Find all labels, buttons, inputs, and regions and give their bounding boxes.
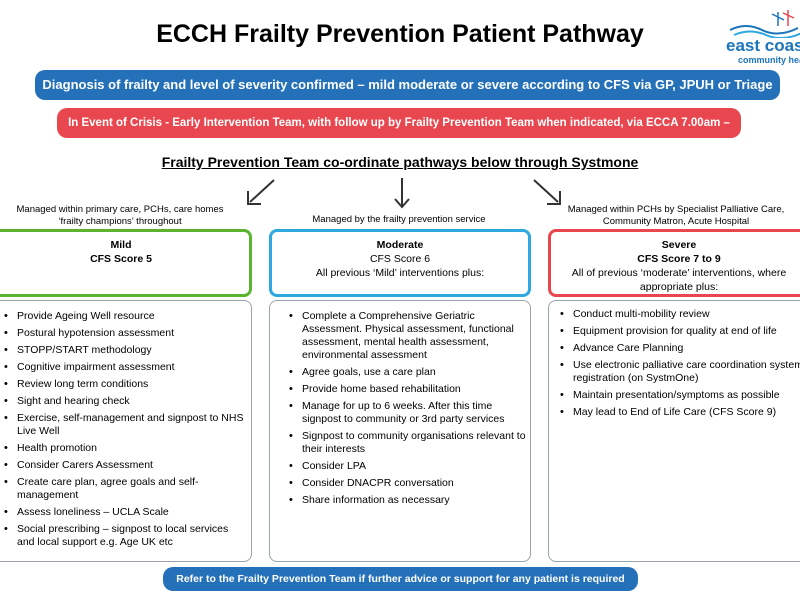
moderate-intervention-item: Provide home based rehabilitation — [286, 383, 526, 396]
moderate-intervention-item: Consider DNACPR conversation — [286, 477, 526, 490]
severe-intervention-item: Conduct multi-mobility review — [557, 308, 800, 321]
severe-label: Severe — [661, 239, 697, 251]
crisis-banner: In Event of Crisis - Early Intervention … — [57, 108, 741, 159]
mild-intervention-item: Review long term conditions — [1, 378, 245, 391]
windmill-logo-icon — [729, 10, 800, 38]
mild-management-note: Managed within primary care, PCHs, care … — [16, 204, 224, 227]
mild-label: Mild — [110, 239, 132, 251]
moderate-management-note: Managed by the frailty prevention servic… — [312, 214, 486, 225]
moderate-header-box: Moderate CFS Score 6 All previous ‘Mild’… — [269, 229, 531, 297]
mild-intervention-item: Provide Ageing Well resource — [1, 310, 245, 323]
severe-intervention-item: Use electronic palliative care coordinat… — [557, 359, 800, 385]
mild-intervention-item: Postural hypotension assessment — [1, 327, 245, 340]
mild-intervention-item: Exercise, self-management and signpost t… — [1, 412, 245, 438]
mild-interventions-list: Provide Ageing Well resourcePostural hyp… — [1, 310, 245, 549]
severe-subtitle: All of previous ‘moderate’ interventions… — [571, 267, 787, 293]
severe-header-box: Severe CFS Score 7 to 9 All of previous … — [548, 229, 800, 297]
logo-subtitle: community healthcare — [738, 55, 800, 65]
moderate-score: CFS Score 6 — [369, 253, 431, 265]
severe-intervention-item: Maintain presentation/symptoms as possib… — [557, 389, 800, 402]
severe-score: CFS Score 7 to 9 — [637, 253, 721, 265]
moderate-intervention-item: Agree goals, use a care plan — [286, 366, 526, 379]
mild-intervention-item: Cognitive impairment assessment — [1, 361, 245, 374]
severe-management-note: Managed within PCHs by Specialist Pallia… — [567, 204, 785, 227]
moderate-intervention-item: Signpost to community organisations rele… — [286, 430, 526, 456]
mild-intervention-item: Assess loneliness – UCLA Scale — [1, 506, 245, 519]
moderate-label: Moderate — [376, 239, 424, 251]
mild-interventions-panel: Provide Ageing Well resourcePostural hyp… — [0, 300, 252, 562]
severe-interventions-panel: Conduct multi-mobility reviewEquipment p… — [548, 300, 800, 562]
mild-score: CFS Score 5 — [90, 253, 152, 265]
moderate-interventions-list: Complete a Comprehensive Geriatric Asses… — [286, 310, 526, 507]
mild-intervention-item: Social prescribing – signpost to local s… — [1, 523, 245, 549]
moderate-interventions-panel: Complete a Comprehensive Geriatric Asses… — [269, 300, 531, 562]
mild-intervention-item: Sight and hearing check — [1, 395, 245, 408]
mild-intervention-item: Health promotion — [1, 442, 245, 455]
severe-intervention-item: Advance Care Planning — [557, 342, 800, 355]
severe-interventions-list: Conduct multi-mobility reviewEquipment p… — [557, 308, 800, 419]
mild-intervention-item: STOPP/START methodology — [1, 344, 245, 357]
moderate-intervention-item: Share information as necessary — [286, 494, 526, 507]
arrow-to-severe-icon — [533, 179, 561, 205]
mild-intervention-item: Create care plan, agree goals and self-m… — [1, 476, 245, 502]
moderate-subtitle: All previous ‘Mild’ interventions plus: — [315, 267, 485, 279]
logo-wordmark: east coast — [726, 36, 800, 55]
diagnosis-banner: Diagnosis of frailty and level of severi… — [35, 70, 780, 122]
mild-header-box: Mild CFS Score 5 — [0, 229, 252, 297]
east-coast-logo: east coast community healthcare — [722, 10, 800, 70]
referral-banner: Refer to the Frailty Prevention Team if … — [163, 567, 638, 591]
arrow-to-mild-icon — [247, 179, 275, 205]
severe-intervention-item: May lead to End of Life Care (CFS Score … — [557, 406, 800, 419]
coordination-heading: Frailty Prevention Team co-ordinate path… — [161, 154, 639, 170]
severe-intervention-item: Equipment provision for quality at end o… — [557, 325, 800, 338]
mild-intervention-item: Consider Carers Assessment — [1, 459, 245, 472]
moderate-intervention-item: Complete a Comprehensive Geriatric Asses… — [286, 310, 526, 362]
moderate-intervention-item: Manage for up to 6 weeks. After this tim… — [286, 400, 526, 426]
page-title: ECCH Frailty Prevention Patient Pathway — [156, 20, 644, 48]
arrow-to-moderate-icon — [394, 178, 410, 209]
moderate-intervention-item: Consider LPA — [286, 460, 526, 473]
